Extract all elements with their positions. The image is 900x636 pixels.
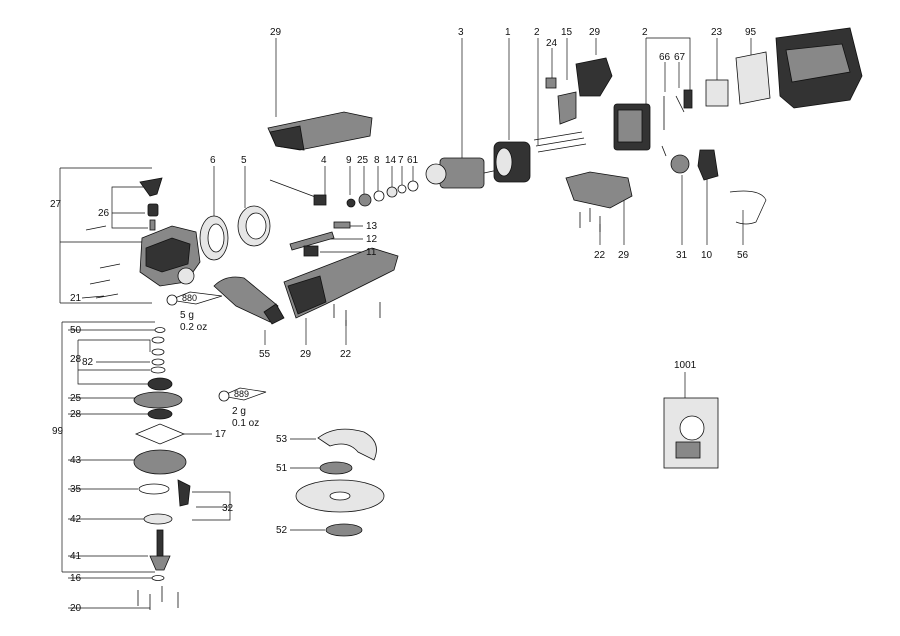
callout-5: 5 (241, 155, 247, 166)
callout-16: 16 (70, 573, 82, 584)
callout-25-top: 25 (357, 155, 369, 166)
callout-6: 6 (210, 155, 216, 166)
callout-53: 53 (276, 434, 288, 445)
callout-56: 56 (737, 250, 749, 261)
callout-51: 51 (276, 463, 288, 474)
part-31-10-switch (661, 145, 719, 181)
callout-22-right: 22 (594, 250, 606, 261)
callout-17: 17 (215, 429, 227, 440)
callout-29-top: 29 (270, 27, 282, 38)
callout-82: 82 (82, 357, 94, 368)
part-29-main-housing (283, 247, 399, 319)
grease-880-weight-oz: 0.2 oz (180, 322, 207, 333)
part-1-stator (493, 141, 531, 183)
callout-29-right: 29 (618, 250, 630, 261)
callout-7: 7 (398, 155, 404, 166)
part-23-label (705, 79, 729, 107)
part-56-strap (729, 190, 767, 225)
callout-13: 13 (366, 221, 378, 232)
grease-889-weight-oz: 0.1 oz (232, 418, 259, 429)
callout-22-center: 22 (340, 349, 352, 360)
part-27-gear-head (139, 225, 201, 287)
callout-29-center: 29 (300, 349, 312, 360)
part-switch (289, 221, 351, 257)
callout-14: 14 (385, 155, 397, 166)
callout-28-upper: 28 (70, 354, 82, 365)
callout-2-a: 2 (534, 27, 540, 38)
callout-labels: 27 26 21 6 5 29 4 9 25 8 14 7 61 13 12 1… (50, 27, 757, 614)
callout-66: 66 (659, 52, 671, 63)
part-5-baffle (237, 205, 271, 247)
part-29-housing-bottom-right (565, 171, 633, 209)
grease-880-code: 880 (182, 293, 197, 303)
callout-29-upper-right: 29 (589, 27, 601, 38)
callout-2-b: 2 (642, 27, 648, 38)
part-51-flange (319, 461, 353, 475)
leader-lines (59, 37, 752, 609)
grease-889-weight: 2 g (232, 406, 246, 417)
callout-32: 32 (222, 503, 234, 514)
grease-tag-880-shape (166, 291, 223, 306)
grease-880-weight: 5 g (180, 310, 194, 321)
callout-67: 67 (674, 52, 686, 63)
callout-15: 15 (561, 27, 573, 38)
part-6-flange (199, 215, 229, 261)
callout-99: 99 (52, 426, 64, 437)
callout-20: 20 (70, 603, 82, 614)
callout-1: 1 (505, 27, 511, 38)
part-52-nut (325, 523, 363, 537)
callout-55: 55 (259, 349, 271, 360)
part-66-67-contacts (663, 89, 693, 130)
callout-52: 52 (276, 525, 288, 536)
grease-889-code: 889 (234, 389, 249, 399)
part-4-cable (269, 179, 327, 206)
part-22-screws-right (579, 208, 601, 232)
grinding-disc (295, 479, 385, 513)
callout-4: 4 (321, 155, 327, 166)
callout-27: 27 (50, 199, 62, 210)
callout-12: 12 (366, 234, 378, 245)
callout-23: 23 (711, 27, 723, 38)
part-2-electronics (613, 103, 651, 151)
callout-42: 42 (70, 514, 82, 525)
part-21-screws (85, 225, 121, 299)
callout-50: 50 (70, 325, 82, 336)
callout-11: 11 (366, 247, 377, 258)
callout-26: 26 (98, 208, 110, 219)
part-2-rods (533, 131, 587, 153)
callout-9: 9 (346, 155, 352, 166)
callout-61: 61 (407, 155, 419, 166)
callout-21: 21 (70, 293, 82, 304)
part-95-battery (735, 27, 863, 109)
part-24-15-29-brush-holders (545, 57, 613, 125)
grease-tag-889-shape (218, 387, 267, 402)
callout-95: 95 (745, 27, 757, 38)
part-1001-service-box (663, 397, 719, 469)
callout-1001: 1001 (674, 360, 697, 371)
callout-24: 24 (546, 38, 558, 49)
part-armature-bits (346, 180, 419, 208)
callout-41: 41 (70, 551, 82, 562)
part-55-side-handle (213, 276, 285, 325)
callout-31: 31 (676, 250, 688, 261)
part-26-lever (139, 177, 163, 231)
part-53-guard (317, 428, 377, 461)
callout-35: 35 (70, 484, 82, 495)
part-3-armature (425, 157, 499, 189)
callout-28-lower: 28 (70, 409, 82, 420)
callout-8: 8 (374, 155, 380, 166)
callout-43: 43 (70, 455, 82, 466)
part-29-housing-cover-top (267, 111, 373, 151)
part-99-gear-stack (133, 327, 191, 610)
callout-10: 10 (701, 250, 713, 261)
part-22-screws-center (333, 302, 381, 326)
callout-3: 3 (458, 27, 464, 38)
callout-25-left: 25 (70, 393, 82, 404)
